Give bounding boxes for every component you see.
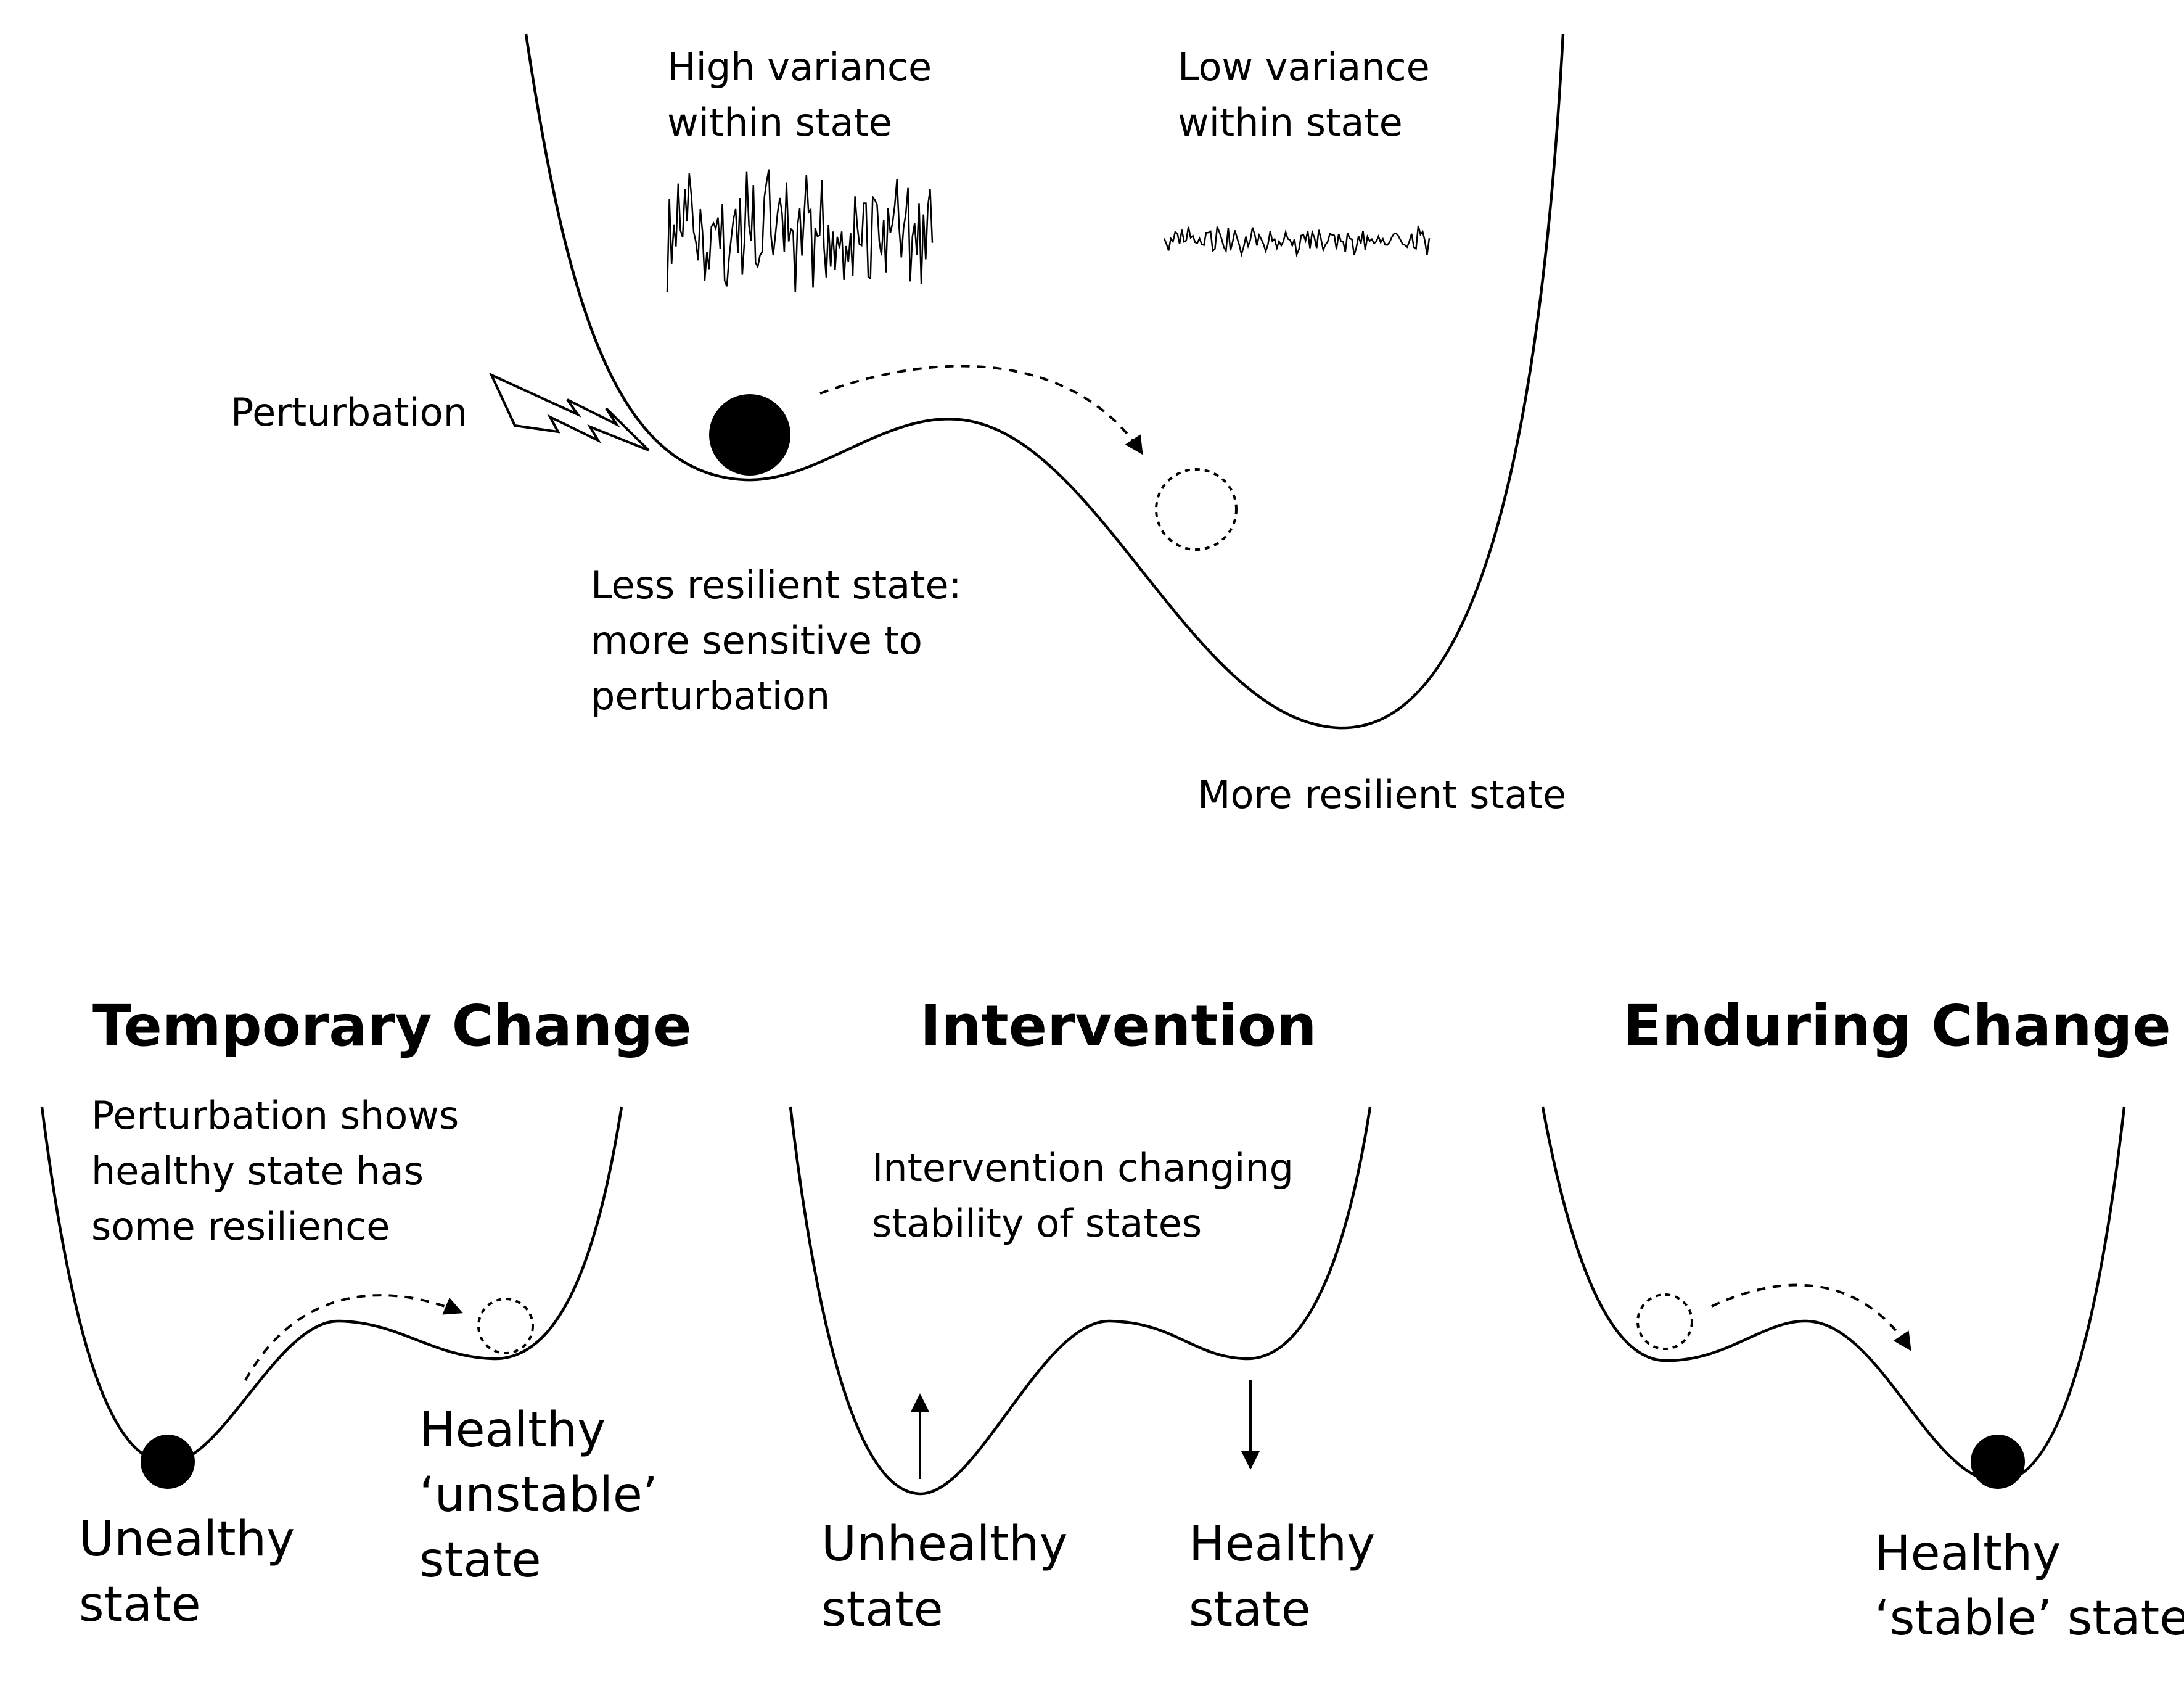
ball-healthy-stable-state — [1971, 1435, 2025, 1489]
healthy-unstable-state-label: Healthy ‘unstable’ state — [419, 1403, 673, 1588]
temporary-change-curve — [40, 1106, 623, 1465]
ghost-ball-start — [1636, 1293, 1693, 1350]
ghost-ball-target — [1155, 468, 1238, 551]
perturbation-label: Perturbation — [231, 390, 467, 435]
intervention-unhealthy-state-label: Unhealthy state — [821, 1517, 1083, 1638]
healthy-stable-state-label: Healthy ‘stable’ state — [1874, 1526, 2184, 1646]
ball-less-resilient-state — [709, 394, 790, 476]
enduring-change-panel: Enduring Change Healthy ‘stable’ state — [1541, 993, 2184, 1646]
temporary-change-title: Temporary Change — [92, 993, 692, 1059]
temporary-change-panel: Temporary Change Perturbation shows heal… — [40, 993, 692, 1633]
intervention-note: Intervention changing stability of state… — [872, 1145, 1306, 1246]
low-variance-label: Low variance within state — [1178, 44, 1442, 145]
lightning-bolt-icon — [488, 372, 650, 451]
top-landscape-panel: High variance within state Low variance … — [231, 33, 1566, 817]
low-variance-signal — [1163, 225, 1431, 258]
transition-arrow-top — [819, 365, 1143, 455]
temporary-change-note: Perturbation shows healthy state has som… — [91, 1093, 471, 1249]
intervention-panel: Intervention Intervention changing stabi… — [789, 993, 1390, 1638]
ghost-ball-healthy-unstable — [477, 1298, 534, 1354]
transition-arrow-temporary — [244, 1294, 463, 1381]
enduring-change-curve — [1541, 1106, 2126, 1483]
intervention-title: Intervention — [920, 993, 1317, 1059]
high-variance-label: High variance within state — [667, 44, 944, 145]
unhealthy-state-label: Unealthy state — [79, 1512, 310, 1633]
intervention-curve — [789, 1106, 1372, 1496]
less-resilient-state-label: Less resilient state: more sensitive to … — [591, 562, 974, 719]
intervention-healthy-state-label: Healthy state — [1189, 1517, 1390, 1638]
top-landscape-curve — [524, 33, 1565, 730]
ball-unhealthy-state — [141, 1435, 195, 1489]
transition-arrow-enduring — [1711, 1283, 1911, 1351]
high-variance-signal — [666, 169, 934, 293]
enduring-change-title: Enduring Change — [1623, 993, 2171, 1059]
more-resilient-state-label: More resilient state — [1197, 772, 1566, 817]
